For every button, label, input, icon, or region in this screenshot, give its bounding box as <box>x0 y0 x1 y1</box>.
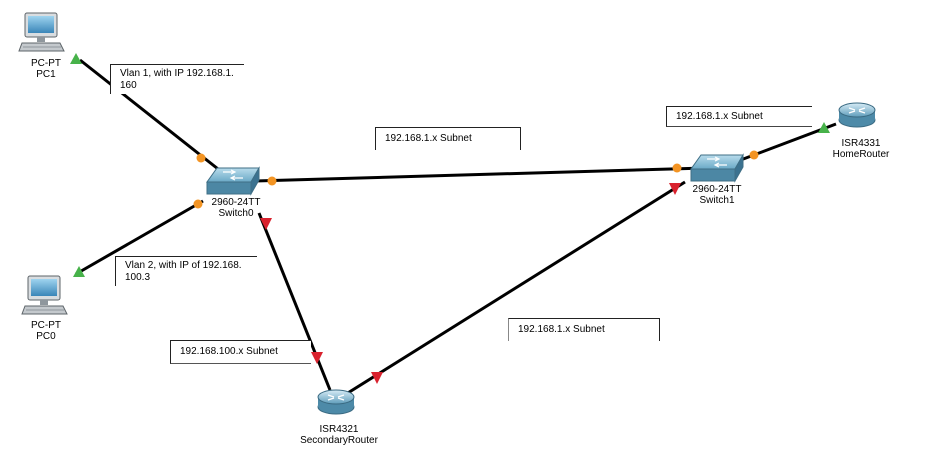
secondaryrouter-name: SecondaryRouter <box>300 435 378 446</box>
port-down-red-icon <box>669 183 681 195</box>
port-orange-icon <box>749 150 759 160</box>
port-up-green-icon <box>73 266 85 277</box>
switch1-type: 2960-24TT <box>692 184 742 195</box>
homerouter-icon[interactable] <box>838 102 876 128</box>
note-vlan2[interactable]: Vlan 2, with IP of 192.168. 100.3 <box>115 256 257 286</box>
pc0-type: PC-PT <box>31 320 61 331</box>
port-markers <box>70 53 830 384</box>
note-vlan1[interactable]: Vlan 1, with IP 192.168.1. 160 <box>110 64 244 94</box>
secondaryrouter-type: ISR4321 <box>319 424 359 435</box>
homerouter-name: HomeRouter <box>832 149 890 160</box>
homerouter-type: ISR4331 <box>841 138 881 149</box>
switch0-icon[interactable] <box>206 166 260 196</box>
link-pc1-switch0[interactable] <box>79 58 233 182</box>
note-subnet-right[interactable]: 192.168.1.x Subnet <box>508 318 660 341</box>
secondaryrouter-label: ISR4321 SecondaryRouter <box>291 424 387 446</box>
note-subnet-top[interactable]: 192.168.1.x Subnet <box>375 127 521 150</box>
pc0-icon[interactable] <box>21 275 68 315</box>
port-orange-icon <box>193 199 203 209</box>
port-down-red-icon <box>311 352 323 364</box>
port-orange-icon <box>672 163 682 173</box>
pc1-type: PC-PT <box>31 58 61 69</box>
switch1-name: Switch1 <box>699 195 735 206</box>
switch0-label: 2960-24TT Switch0 <box>206 197 266 219</box>
port-up-green-icon <box>70 53 82 64</box>
port-orange-icon <box>196 153 206 163</box>
link-switch1-homerouter[interactable] <box>729 122 837 166</box>
link-pc0-switch0[interactable] <box>75 199 204 276</box>
pc1-name: PC1 <box>36 69 56 80</box>
homerouter-label: ISR4331 HomeRouter <box>827 138 895 160</box>
link-switch1-secondaryrouter[interactable] <box>342 180 686 398</box>
pc1-icon[interactable] <box>18 12 65 52</box>
switch0-name: Switch0 <box>218 208 254 219</box>
link-switch0-switch1[interactable] <box>254 166 707 183</box>
port-down-red-icon <box>260 218 272 230</box>
note-subnet-home[interactable]: 192.168.1.x Subnet <box>666 106 812 127</box>
links <box>75 58 837 398</box>
pc0-name: PC0 <box>36 331 56 342</box>
port-up-green-icon <box>818 122 830 133</box>
switch0-type: 2960-24TT <box>211 197 261 208</box>
note-subnet-left[interactable]: 192.168.100.x Subnet <box>170 340 311 364</box>
port-down-red-icon <box>371 372 383 384</box>
switch1-icon[interactable] <box>690 153 744 183</box>
switch1-label: 2960-24TT Switch1 <box>687 184 747 206</box>
secondaryrouter-icon[interactable] <box>317 389 355 415</box>
pc0-label: PC-PT PC0 <box>26 320 66 342</box>
pc1-label: PC-PT PC1 <box>26 58 66 80</box>
port-orange-icon <box>267 176 277 186</box>
